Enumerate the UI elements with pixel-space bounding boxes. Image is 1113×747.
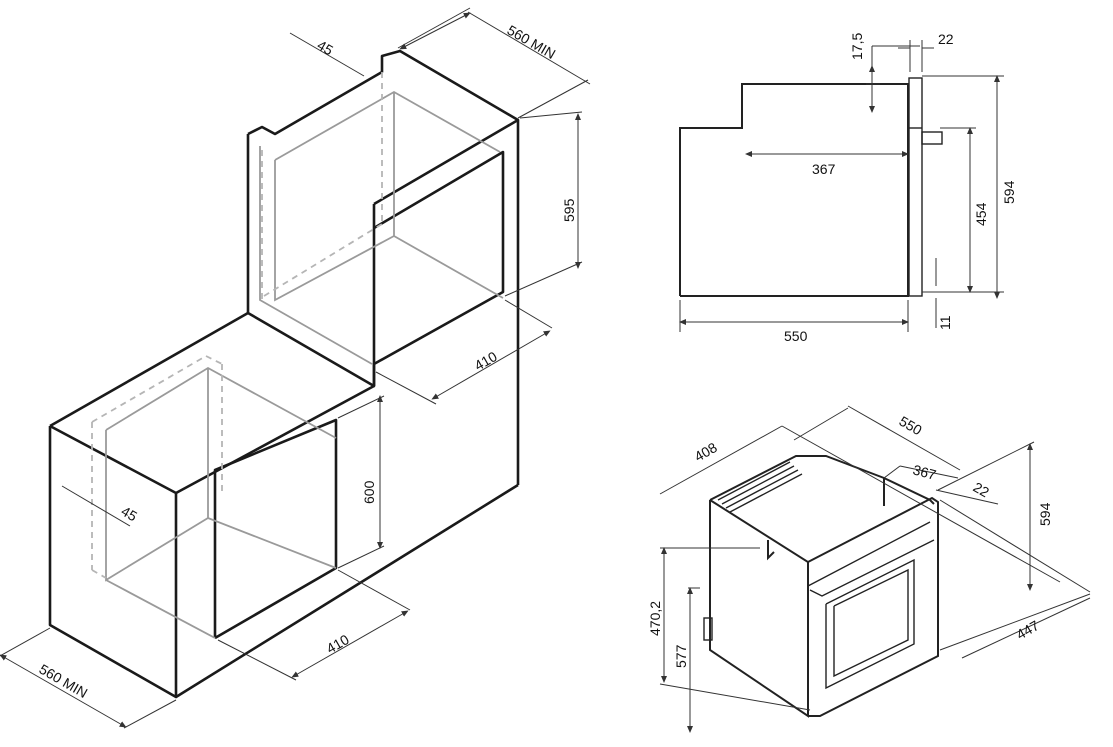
label-iso-width: 408 — [692, 439, 720, 465]
label-iso-height: 594 — [1037, 502, 1053, 526]
label-side-total-depth: 550 — [784, 328, 808, 344]
label-top-depth-min: 560 MIN — [505, 22, 559, 62]
label-side-total-height: 594 — [1001, 180, 1017, 204]
cabinet-installation-drawing: 45 560 MIN 595 410 600 45 410 560 MIN — [0, 7, 591, 729]
label-bottom-width: 410 — [324, 631, 352, 657]
label-side-inner-depth: 367 — [812, 161, 836, 177]
label-side-bottom-gap: 11 — [937, 315, 953, 330]
label-side-front: 22 — [938, 31, 954, 47]
label-top-width: 410 — [472, 348, 500, 374]
cabinet-dimension-lines — [0, 7, 591, 729]
label-side-door-height: 454 — [973, 202, 989, 226]
label-iso-height-left: 470,2 — [647, 601, 663, 636]
label-iso-inner-depth: 367 — [911, 461, 938, 483]
label-top-cut-depth: 45 — [315, 37, 337, 59]
top-vent — [717, 461, 803, 513]
lower-cabinet — [48, 311, 519, 699]
cabinet-dimension-labels: 45 560 MIN 595 410 600 45 410 560 MIN — [37, 22, 578, 701]
label-iso-front: 22 — [971, 479, 993, 501]
oven-side-view: 17,5 22 594 454 367 11 550 — [679, 31, 1017, 344]
label-iso-body-height: 577 — [673, 644, 689, 668]
oven-isometric-view: 408 550 367 22 594 447 470,2 577 — [647, 405, 1091, 733]
label-bottom-cut-depth: 45 — [119, 503, 141, 525]
label-top-height: 595 — [561, 198, 577, 222]
label-bottom-height: 600 — [361, 480, 377, 504]
label-iso-depth: 550 — [897, 413, 925, 439]
upper-cabinet — [246, 49, 520, 485]
label-side-panel: 17,5 — [849, 33, 865, 60]
